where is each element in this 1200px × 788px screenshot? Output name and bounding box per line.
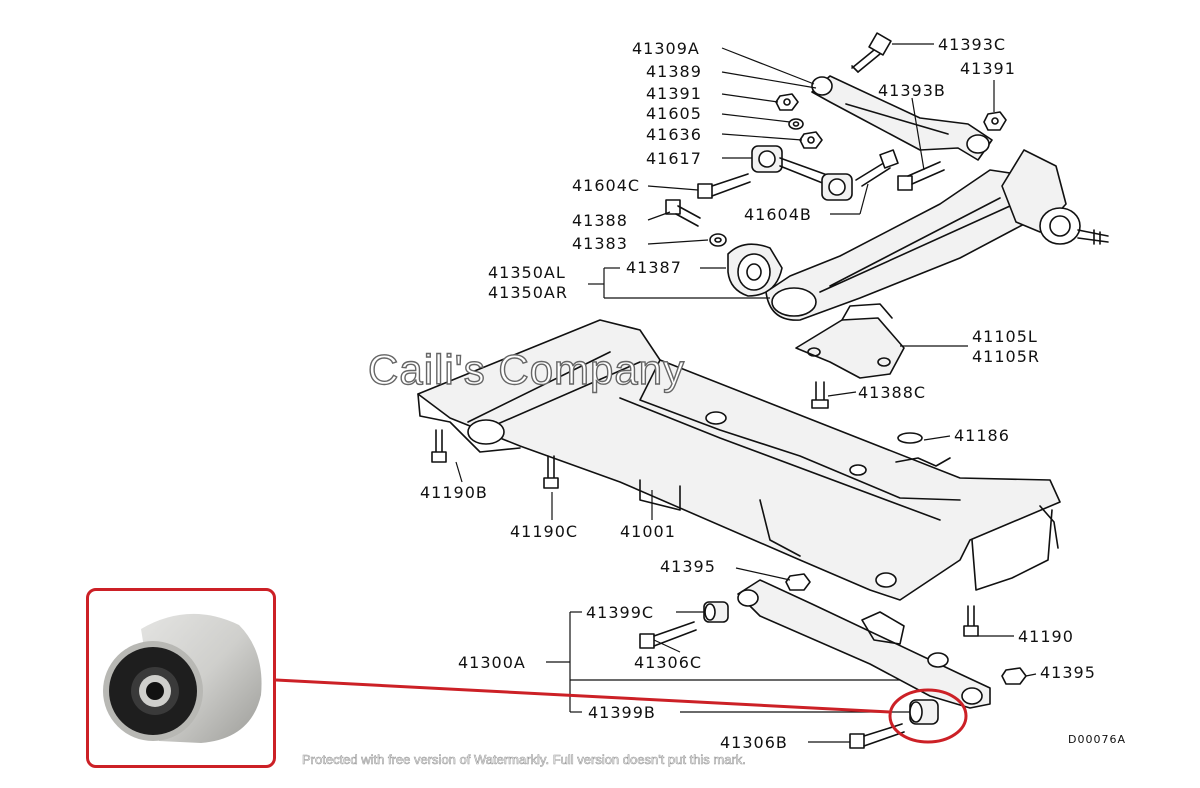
label-41186: 41186 bbox=[954, 426, 1010, 445]
label-41309A: 41309A bbox=[632, 39, 700, 58]
label-41605: 41605 bbox=[646, 104, 702, 123]
label-41387: 41387 bbox=[626, 258, 682, 277]
bolt-41306B bbox=[849, 723, 905, 749]
label-41190: 41190 bbox=[1018, 627, 1074, 646]
company-watermark: Caili's Company bbox=[367, 345, 686, 393]
crossmember-41001 bbox=[417, 319, 1061, 601]
nut-41391-right bbox=[983, 111, 1007, 131]
watermark-notice: Protected with free version of Watermark… bbox=[302, 752, 747, 768]
label-41105L: 41105L bbox=[972, 327, 1038, 346]
label-41190B: 41190B bbox=[420, 483, 488, 502]
label-41393C: 41393C bbox=[938, 35, 1007, 54]
control-rod-41617 bbox=[751, 145, 853, 201]
bolt-41393C bbox=[851, 32, 892, 73]
bolt-41604B bbox=[855, 149, 899, 187]
nut-41395-top bbox=[785, 573, 811, 591]
bolt-41388C bbox=[811, 381, 829, 409]
label-41391-right: 41391 bbox=[960, 59, 1016, 78]
trailing-arm-41350 bbox=[765, 149, 1109, 321]
label-41388: 41388 bbox=[572, 211, 628, 230]
label-41383: 41383 bbox=[572, 234, 628, 253]
label-41306C: 41306C bbox=[634, 653, 703, 672]
bushing-photo-inset bbox=[86, 588, 276, 768]
bolt-41306C bbox=[639, 621, 697, 649]
bushing-41399C bbox=[703, 601, 729, 623]
label-41636: 41636 bbox=[646, 125, 702, 144]
label-41001: 41001 bbox=[620, 522, 676, 541]
bolt-41604C bbox=[697, 173, 751, 199]
label-41395-right: 41395 bbox=[1040, 663, 1096, 682]
label-41393B: 41393B bbox=[878, 81, 946, 100]
bolt-41190C bbox=[543, 455, 559, 489]
label-41399C: 41399C bbox=[586, 603, 655, 622]
highlight-circle bbox=[888, 688, 968, 744]
lower-arm-41300A bbox=[737, 579, 991, 709]
bushing-41387 bbox=[727, 243, 783, 297]
nut-41636 bbox=[799, 131, 823, 149]
bushing-41399B bbox=[909, 699, 939, 725]
rubber-bushing-photo bbox=[103, 613, 262, 743]
diagram-code: D00076A bbox=[1068, 733, 1126, 746]
label-41388C: 41388C bbox=[858, 383, 927, 402]
bolt-41190B bbox=[431, 429, 447, 463]
label-41190C: 41190C bbox=[510, 522, 579, 541]
washer-41383 bbox=[709, 233, 727, 247]
label-41399B: 41399B bbox=[588, 703, 656, 722]
bolt-41190 bbox=[963, 605, 979, 637]
label-41395-top: 41395 bbox=[660, 557, 716, 576]
label-41604B: 41604B bbox=[744, 205, 812, 224]
bolt-41388 bbox=[665, 199, 701, 227]
washer-41605 bbox=[788, 118, 804, 130]
label-41391-left: 41391 bbox=[646, 84, 702, 103]
highlight-callout bbox=[275, 678, 968, 744]
label-41300A: 41300A bbox=[458, 653, 526, 672]
nut-41395-right bbox=[1001, 667, 1027, 685]
label-41350AR: 41350AR bbox=[488, 283, 568, 302]
bracket-41105 bbox=[795, 303, 905, 379]
bolt-41393B bbox=[897, 161, 945, 191]
nut-41391-left bbox=[775, 93, 799, 111]
label-41389: 41389 bbox=[646, 62, 702, 81]
label-41350AL: 41350AL bbox=[488, 263, 566, 282]
label-41604C: 41604C bbox=[572, 176, 641, 195]
highlight-connector-line bbox=[275, 678, 891, 714]
upper-arm-41393 bbox=[811, 75, 993, 161]
label-41617: 41617 bbox=[646, 149, 702, 168]
label-41306B: 41306B bbox=[720, 733, 788, 752]
label-41105R: 41105R bbox=[972, 347, 1041, 366]
